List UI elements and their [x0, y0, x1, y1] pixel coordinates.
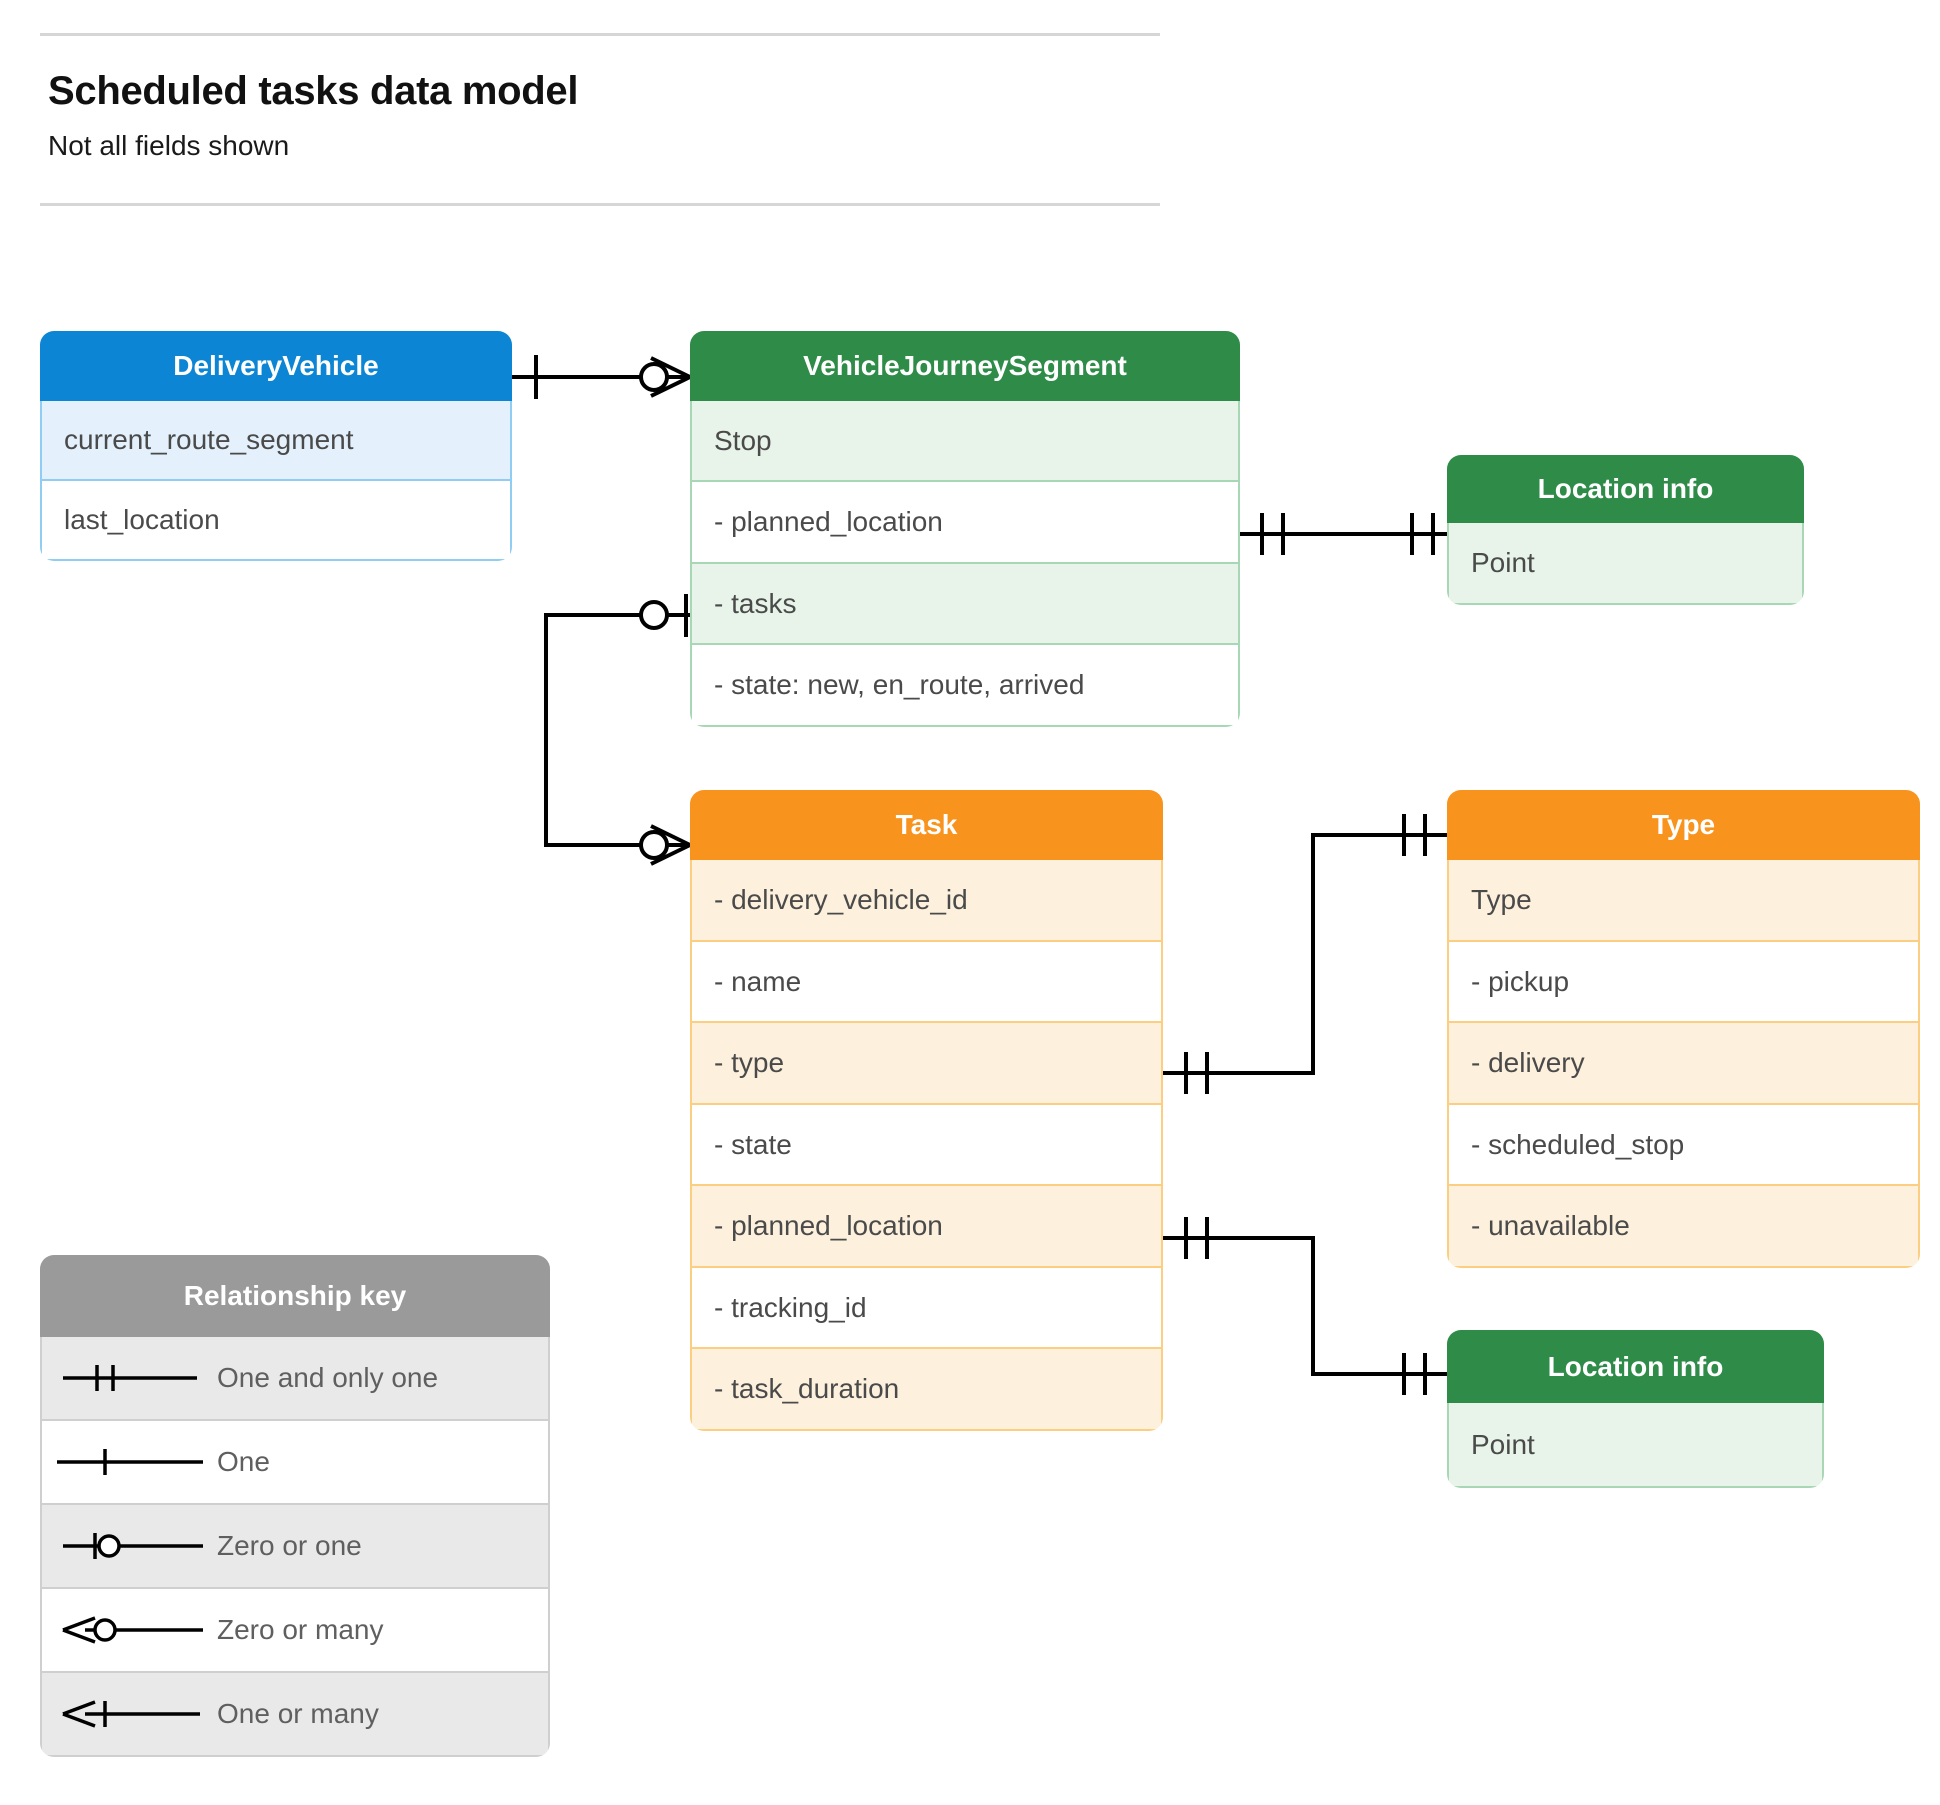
one-or-many-icon [42, 1694, 217, 1734]
entity-header-task: Task [690, 790, 1163, 860]
entity-header-vehicle-journey-segment: VehicleJourneySegment [690, 331, 1240, 401]
page-title: Scheduled tasks data model [48, 69, 579, 113]
one-icon [42, 1442, 217, 1482]
field-row: - state: new, en_route, arrived [690, 645, 1240, 727]
legend-item-one-and-only-one: One and only one [40, 1337, 550, 1421]
field-row: Stop [690, 401, 1240, 482]
zero-or-many-icon [42, 1610, 217, 1650]
entity-vehicle-journey-segment[interactable]: VehicleJourneySegment Stop - planned_loc… [690, 331, 1240, 727]
field-row: Point [1447, 523, 1804, 605]
field-row: - delivery [1447, 1023, 1920, 1105]
entity-delivery-vehicle[interactable]: DeliveryVehicle current_route_segment la… [40, 331, 512, 561]
field-row: Type [1447, 860, 1920, 942]
legend-item-zero-or-one: Zero or one [40, 1505, 550, 1589]
field-row: - planned_location [690, 1186, 1163, 1268]
top-divider [40, 33, 1160, 36]
relationship-key-legend: Relationship key One and only one [40, 1255, 550, 1757]
field-row: - delivery_vehicle_id [690, 860, 1163, 942]
entity-type[interactable]: Type Type - pickup - delivery - schedule… [1447, 790, 1920, 1268]
legend-item-one: One [40, 1421, 550, 1505]
entity-location-info-top[interactable]: Location info Point [1447, 455, 1804, 605]
field-row: - tracking_id [690, 1268, 1163, 1349]
entity-task[interactable]: Task - delivery_vehicle_id - name - type… [690, 790, 1163, 1431]
field-row: current_route_segment [40, 401, 512, 481]
zero-or-one-icon [42, 1526, 217, 1566]
entity-header-location-info: Location info [1447, 1330, 1824, 1403]
field-row: - state [690, 1105, 1163, 1186]
field-row: - planned_location [690, 482, 1240, 564]
field-row: - scheduled_stop [1447, 1105, 1920, 1186]
page-subtitle: Not all fields shown [48, 130, 290, 161]
entity-header-location-info: Location info [1447, 455, 1804, 523]
entity-header-type: Type [1447, 790, 1920, 860]
legend-label: One [217, 1446, 270, 1477]
entity-header-delivery-vehicle: DeliveryVehicle [40, 331, 512, 401]
legend-item-zero-or-many: Zero or many [40, 1589, 550, 1673]
entity-location-info-bottom[interactable]: Location info Point [1447, 1330, 1824, 1488]
legend-label: One or many [217, 1698, 379, 1729]
legend-title: Relationship key [40, 1255, 550, 1337]
bottom-divider [40, 203, 1160, 206]
legend-label: One and only one [217, 1362, 439, 1393]
field-row: - tasks [690, 564, 1240, 645]
field-row: - unavailable [1447, 1186, 1920, 1268]
field-row: - pickup [1447, 942, 1920, 1023]
field-row: - type [690, 1023, 1163, 1105]
legend-label: Zero or one [217, 1530, 362, 1561]
field-row: last_location [40, 481, 512, 561]
field-row: - name [690, 942, 1163, 1023]
one-and-only-one-icon [42, 1358, 217, 1398]
legend-label: Zero or many [217, 1614, 384, 1645]
legend-item-one-or-many: One or many [40, 1673, 550, 1757]
field-row: - task_duration [690, 1349, 1163, 1431]
field-row: Point [1447, 1403, 1824, 1488]
